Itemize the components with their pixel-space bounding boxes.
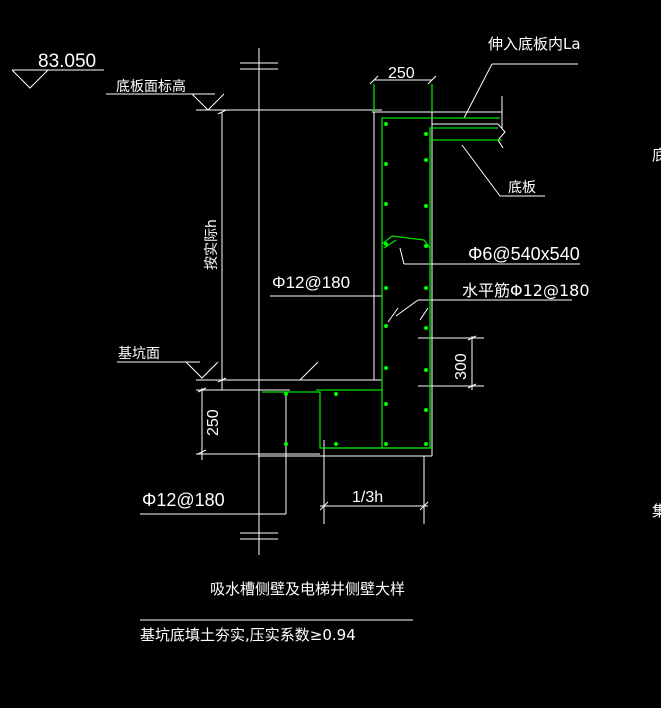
dim-250-left: 250 xyxy=(205,409,222,436)
pit-surface-label: 基坑面 xyxy=(118,345,160,362)
edge-char-2: 集 xyxy=(652,502,661,520)
drawing-title: 吸水槽侧壁及电梯井侧壁大样 xyxy=(210,580,405,598)
outline-lines xyxy=(11,48,580,621)
dim-300: 300 xyxy=(453,353,470,380)
compaction-note: 基坑底填土夯实,压实系数≥0.94 xyxy=(140,626,356,644)
edge-char-1: 底 xyxy=(652,146,661,164)
vertical-bar-label: Φ12@180 xyxy=(272,273,350,292)
elevation-value: 83.050 xyxy=(38,51,96,72)
horizontal-bar-label: 水平筋Φ12@180 xyxy=(462,281,590,300)
slab-top-elevation-label: 底板面标高 xyxy=(116,78,186,95)
elevation-triangle-icon xyxy=(185,361,219,379)
elevation-triangle-icon xyxy=(191,93,225,111)
dim-250-top: 250 xyxy=(388,65,415,82)
elevation-triangle-icon xyxy=(11,69,49,89)
rebar-dots xyxy=(284,122,428,446)
bottom-bar-label: Φ12@180 xyxy=(142,490,225,510)
rebar-lines xyxy=(262,84,502,449)
extend-into-slab-label: 伸入底板内La xyxy=(488,35,581,53)
slab-label: 底板 xyxy=(508,180,536,196)
dim-one-third-h: 1/3h xyxy=(352,489,383,506)
stirrup-tie-label: Φ6@540x540 xyxy=(468,244,580,264)
depth-h-label: 按实际h xyxy=(204,219,220,270)
